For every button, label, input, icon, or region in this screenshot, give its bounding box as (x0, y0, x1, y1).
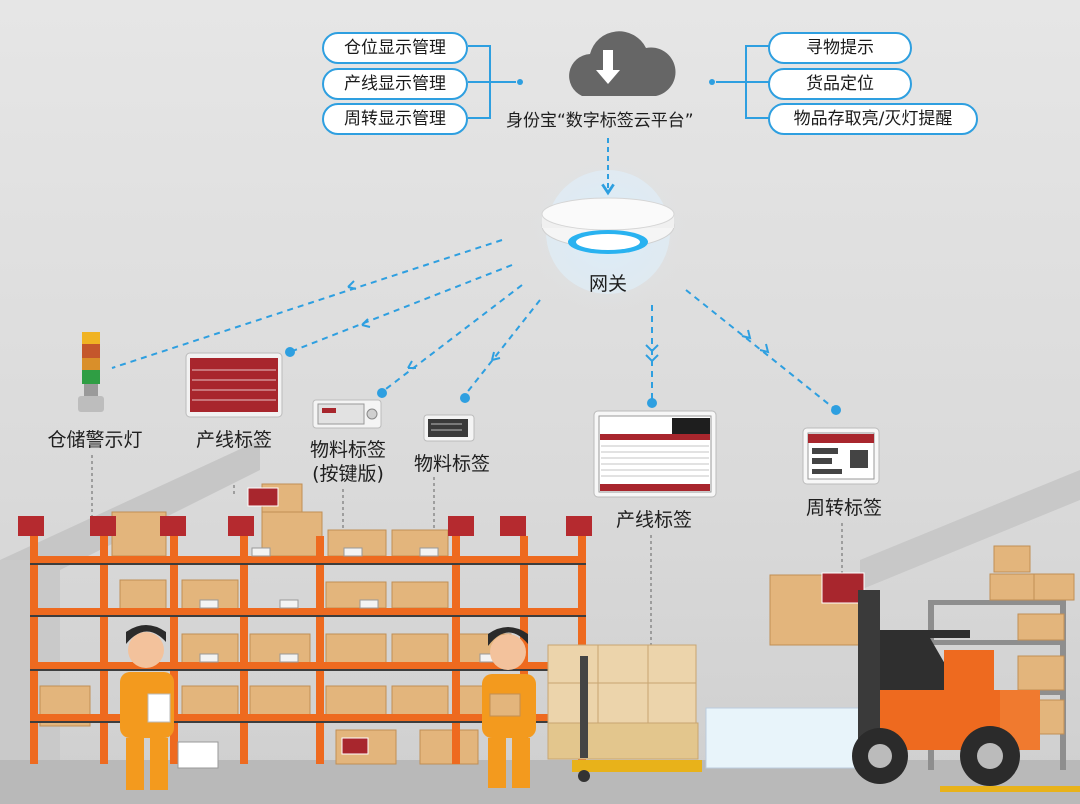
function-pill-turnover-display: 周转显示管理 (322, 103, 468, 135)
warning-light-tower-icon (78, 332, 104, 412)
turnover-tag-label: 周转标签 (805, 497, 882, 519)
line-tag-left-label: 产线标签 (195, 429, 272, 451)
function-pill-light-reminder: 物品存取亮/灭灯提醒 (768, 103, 978, 135)
gateway-label: 网关 (588, 273, 627, 295)
material-tag-device (423, 414, 475, 442)
line-tag-center-label: 产线标签 (615, 509, 692, 531)
turnover-tag-device (802, 427, 880, 485)
function-pill-item-search: 寻物提示 (768, 32, 912, 64)
wireless-links (111, 239, 837, 411)
function-pill-line-display: 产线显示管理 (322, 68, 468, 100)
right-bracket (716, 45, 770, 119)
material-tag-label: 物料标签 (413, 453, 490, 475)
worker-left-illustration (120, 625, 174, 790)
cloud-platform-label: 身份宝“数字标签云平台” (506, 111, 694, 131)
material-tag-button-label: 物料标签 (309, 439, 386, 461)
line-tag-device (185, 352, 283, 418)
line-tag-large-device (593, 410, 717, 498)
material-tag-button-device (312, 399, 382, 429)
forklift-illustration (769, 572, 1040, 786)
function-pill-warehouse-display: 仓位显示管理 (322, 32, 468, 64)
material-tag-button-sublabel: (按键版) (312, 463, 384, 485)
function-pill-item-locate: 货品定位 (768, 68, 912, 100)
pallet-jack-illustration (547, 644, 702, 782)
cloud-download-icon (569, 31, 676, 96)
warning-light-label: 仓储警示灯 (47, 429, 143, 451)
right-shelves (928, 545, 1075, 770)
worker-center-illustration (482, 627, 536, 788)
gateway-device-icon (541, 197, 675, 254)
left-bracket (468, 45, 516, 119)
